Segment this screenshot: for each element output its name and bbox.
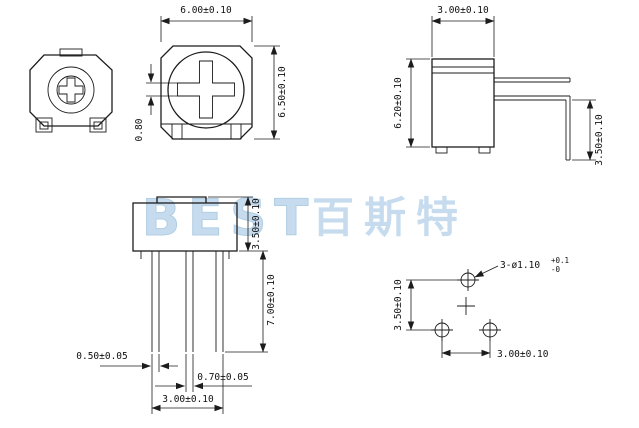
elevation-view-dimensions: 3.50±0.10 7.00±0.10 0.50±0.05 0.70±0.05 … <box>76 196 277 414</box>
dim-pin-thickness: 0.50±0.05 <box>76 351 127 362</box>
dim-elevation-upper: 3.50±0.10 <box>251 198 262 250</box>
dim-pin-span: 3.00±0.10 <box>162 394 214 405</box>
pin-layout-dimensions: 3-ø1.10 +0.1 -0 3.50±0.10 3.00±0.10 <box>393 256 569 360</box>
elevation-view <box>132 196 238 352</box>
dim-side-pin: 3.50±0.10 <box>594 114 605 166</box>
watermark-latin: BEST <box>142 189 316 247</box>
dim-front-height: 6.50±0.10 <box>277 66 288 118</box>
watermark-cjk: 百斯特 <box>312 193 468 242</box>
side-view-dimensions: 3.00±0.10 6.20±0.10 3.50±0.10 <box>393 5 605 166</box>
perspective-view <box>29 48 113 133</box>
dim-layout-vertical: 3.50±0.10 <box>393 279 404 331</box>
dim-elevation-total: 7.00±0.10 <box>266 274 277 326</box>
front-view <box>160 45 253 140</box>
watermark: BEST 百斯特 <box>142 189 468 248</box>
dim-layout-horizontal: 3.00±0.10 <box>497 349 549 360</box>
front-view-dimensions: 6.00±0.10 6.50±0.10 0.80 <box>134 5 288 141</box>
dim-side-height: 6.20±0.10 <box>393 77 404 129</box>
dim-front-width: 6.00±0.10 <box>180 5 232 16</box>
side-view <box>431 58 571 161</box>
hole-callout: 3-ø1.10 <box>500 260 540 271</box>
hole-tolerance-upper: +0.1 <box>551 256 569 265</box>
hole-tolerance-lower: -0 <box>551 265 561 274</box>
dim-slot-width: 0.80 <box>134 118 145 141</box>
pin-layout-view <box>431 269 501 341</box>
dim-side-width: 3.00±0.10 <box>437 5 489 16</box>
